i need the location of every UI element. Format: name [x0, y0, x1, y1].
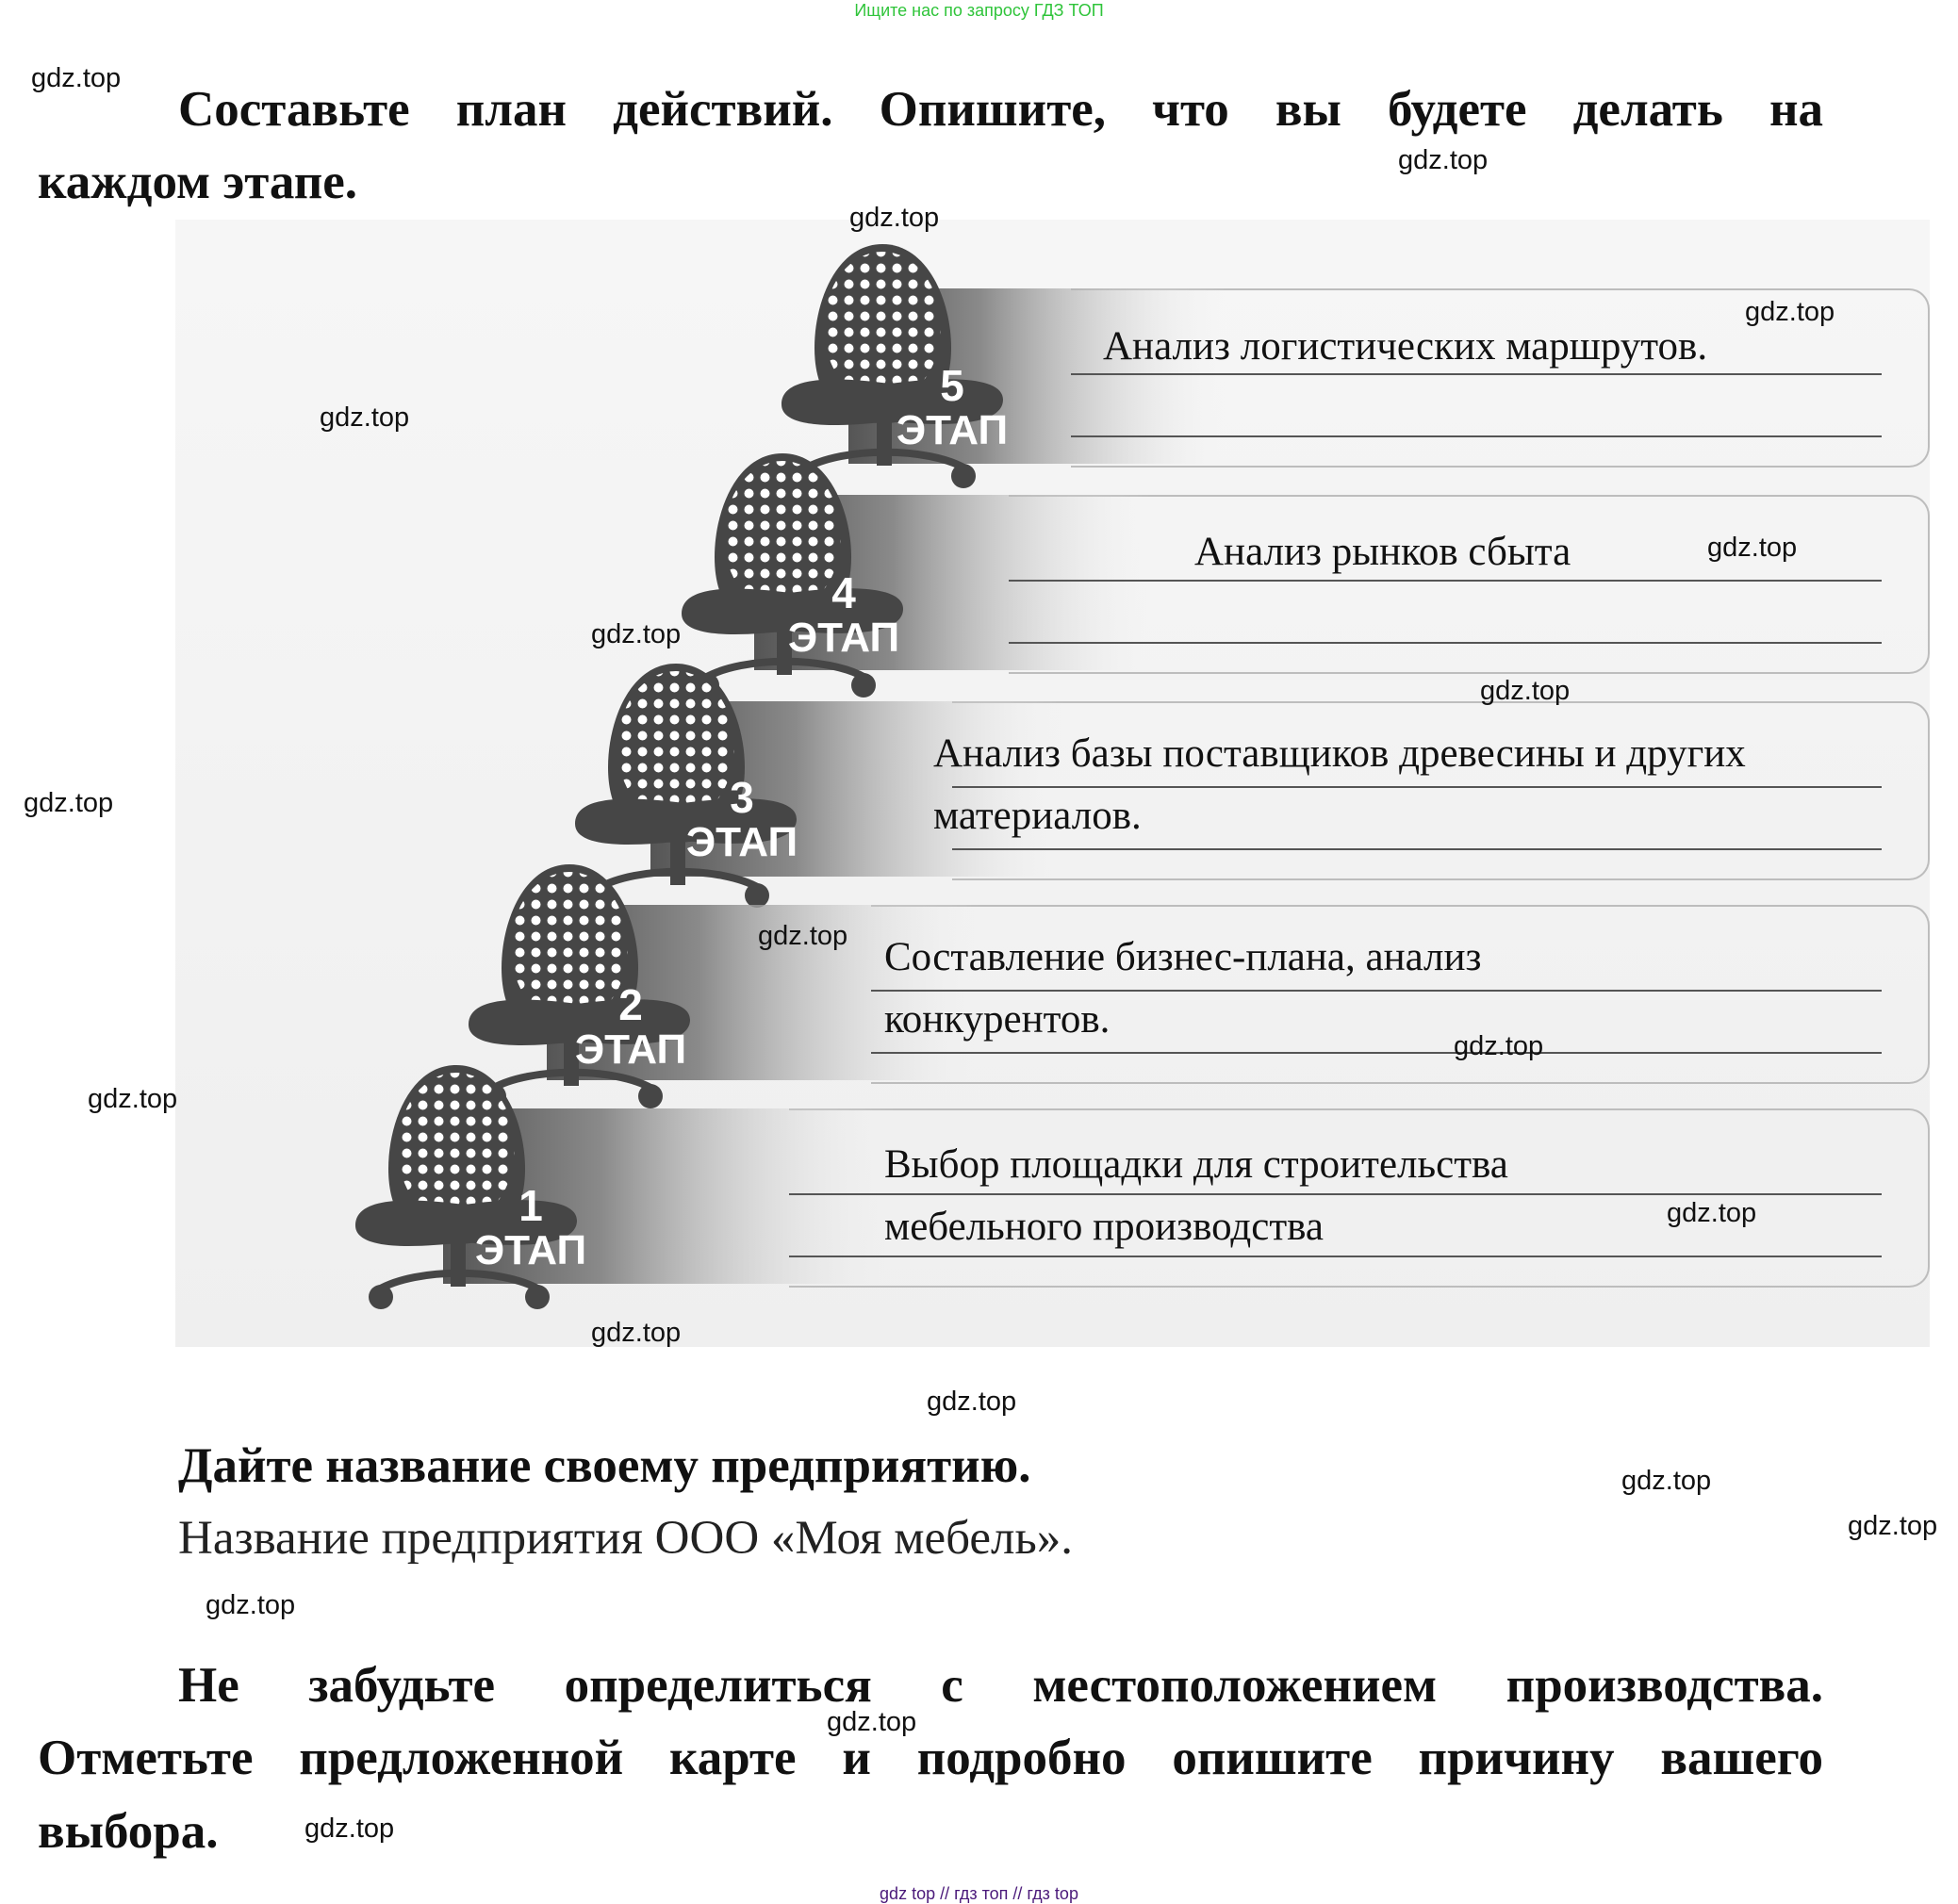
- stage-3-line-1: [952, 786, 1882, 788]
- stage-4-line-2: [1009, 642, 1882, 644]
- watermark: gdz.top: [24, 788, 114, 818]
- stage-3-line-2: [952, 848, 1882, 850]
- stage-2-word: ЭТАП: [574, 1026, 687, 1073]
- stage-2-number: 2: [618, 980, 643, 1029]
- stage-3-text-1: Анализ базы поставщиков древесины и друг…: [933, 731, 1746, 776]
- stage-3-number: 3: [730, 773, 754, 822]
- stage-5-box: [1071, 288, 1930, 468]
- watermark: gdz.top: [88, 1084, 178, 1114]
- watermark: gdz.top: [1454, 1031, 1544, 1061]
- watermark: gdz.top: [827, 1707, 917, 1737]
- stage-1-line-2: [789, 1256, 1882, 1257]
- stage-1-text-1: Выбор площадки для строительства: [884, 1142, 1508, 1187]
- stage-1-box: [789, 1108, 1930, 1288]
- stage-2-text-1: Составление бизнес-плана, анализ: [884, 935, 1482, 979]
- task3-line1: Не забудьте определиться с местоположени…: [178, 1658, 1823, 1713]
- stage-2-line-2: [871, 1052, 1882, 1054]
- watermark: gdz.top: [591, 619, 682, 649]
- task1-heading-line2: каждом этапе.: [38, 155, 358, 209]
- stage-2-text-2: конкурентов.: [884, 997, 1111, 1042]
- task2-heading: Дайте название своему предприятию.: [178, 1438, 1031, 1493]
- stage-5-word: ЭТАП: [896, 407, 1009, 453]
- stage-5-text-1: Анализ логистических маршрутов.: [1103, 324, 1708, 369]
- watermark: gdz.top: [1667, 1198, 1757, 1228]
- watermark: gdz.top: [1621, 1466, 1712, 1496]
- stage-3-word: ЭТАП: [685, 819, 798, 865]
- stage-5-number: 5: [940, 361, 964, 410]
- watermark: gdz.top: [31, 63, 122, 93]
- watermark: gdz.top: [320, 402, 410, 433]
- watermark: gdz.top: [1707, 533, 1798, 563]
- stage-2-line-1: [871, 990, 1882, 992]
- watermark: gdz.top: [304, 1814, 395, 1844]
- stage-4-number: 4: [831, 568, 856, 617]
- watermark: gdz.top: [206, 1590, 296, 1620]
- top-promo-note: Ищите нас по запросу ГДЗ ТОП: [854, 1, 1104, 20]
- task3-line2: Отметьте предложенной карте и подробно о…: [38, 1731, 1823, 1785]
- stage-3-box: [952, 701, 1930, 880]
- stage-1-text-2: мебельного производства: [884, 1205, 1324, 1249]
- stage-1-word: ЭТАП: [474, 1227, 587, 1273]
- stage-3-text-2: материалов.: [933, 794, 1142, 838]
- watermark: gdz.top: [1848, 1511, 1938, 1541]
- watermark: gdz.top: [1480, 676, 1571, 706]
- stage-4-text-1: Анализ рынков сбыта: [1194, 530, 1571, 574]
- watermark: gdz.top: [591, 1318, 682, 1348]
- stage-2-box: [871, 905, 1930, 1084]
- watermark: gdz.top: [1745, 297, 1835, 327]
- watermark: gdz.top: [1398, 145, 1489, 175]
- task3-line3: выбора.: [38, 1804, 219, 1859]
- stage-1-number: 1: [518, 1181, 543, 1230]
- stage-1-line-1: [789, 1193, 1882, 1195]
- task1-heading-line1: Составьте план действий. Опишите, что вы…: [178, 82, 1823, 137]
- enterprise-name-answer: Название предприятия ООО «Моя мебель».: [178, 1512, 1074, 1565]
- watermark: gdz.top: [849, 203, 940, 233]
- watermark: gdz.top: [927, 1387, 1017, 1417]
- stage-5-line-2: [1071, 435, 1882, 437]
- stage-4-box: [1009, 495, 1930, 674]
- stage-4-word: ЭТАП: [787, 615, 900, 661]
- watermark: gdz.top: [758, 921, 848, 951]
- stage-5-line-1: [1071, 373, 1882, 375]
- bottom-promo-note: gdz top // гдз топ // гдз top: [880, 1884, 1078, 1903]
- stage-4-line-1: [1009, 580, 1882, 582]
